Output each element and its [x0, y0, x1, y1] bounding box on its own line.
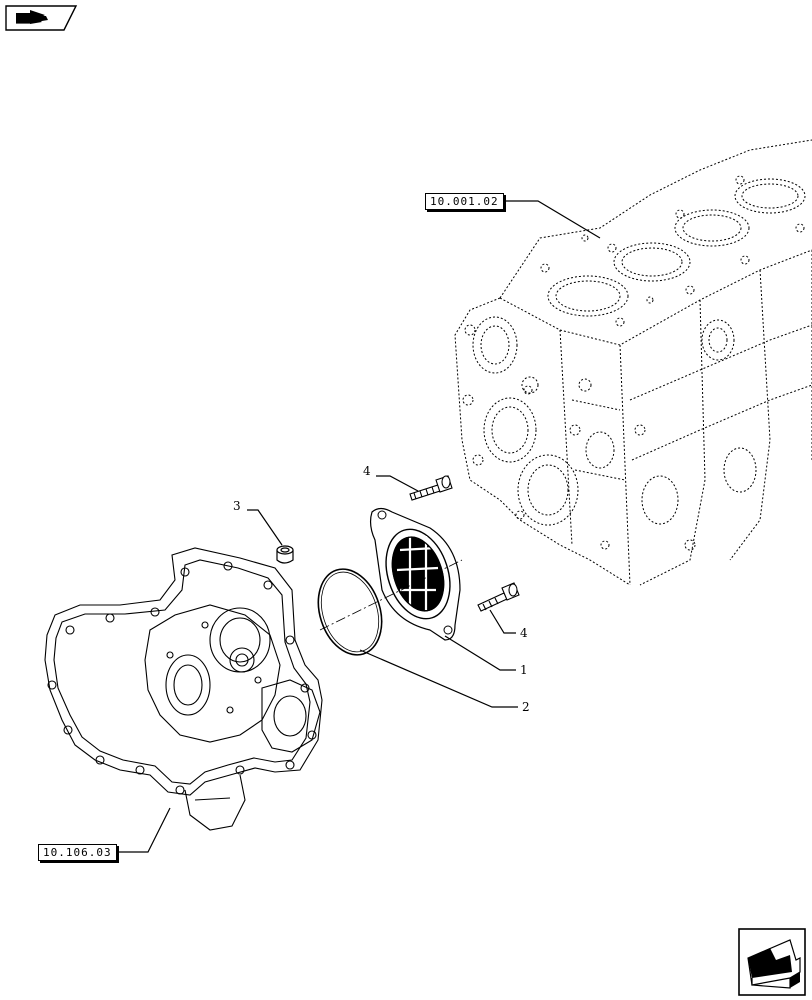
reference-front-cover[interactable]: 10.106.03	[38, 844, 117, 861]
leader-front-cover	[108, 807, 171, 853]
leader-bolt-lower	[489, 609, 516, 634]
cover-plate-part	[369, 507, 461, 641]
next-page-button[interactable]	[739, 929, 805, 995]
callout-cover-plate: 1	[520, 663, 528, 677]
bolt-part-upper	[409, 475, 453, 501]
previous-page-button[interactable]	[5, 4, 75, 30]
previous-page-icon	[5, 5, 78, 31]
front-cover	[44, 547, 323, 831]
assembly-axis	[319, 559, 463, 631]
bolt-part-lower	[477, 582, 520, 612]
leader-bolt-upper	[376, 475, 419, 492]
leader-engine-block	[498, 200, 601, 239]
plug-part	[276, 545, 294, 564]
next-page-icon	[738, 928, 806, 996]
leader-o-ring	[359, 649, 518, 708]
callout-o-ring: 2	[522, 700, 530, 714]
leader-cover-plate	[444, 635, 516, 671]
leader-plug	[247, 509, 283, 546]
reference-engine-block[interactable]: 10.001.02	[425, 193, 504, 210]
leader-lines	[108, 200, 601, 853]
engine-block	[454, 139, 812, 586]
callout-bolt-lower: 4	[520, 626, 528, 640]
callout-bolt-upper: 4	[363, 464, 371, 478]
callout-plug: 3	[233, 499, 241, 513]
